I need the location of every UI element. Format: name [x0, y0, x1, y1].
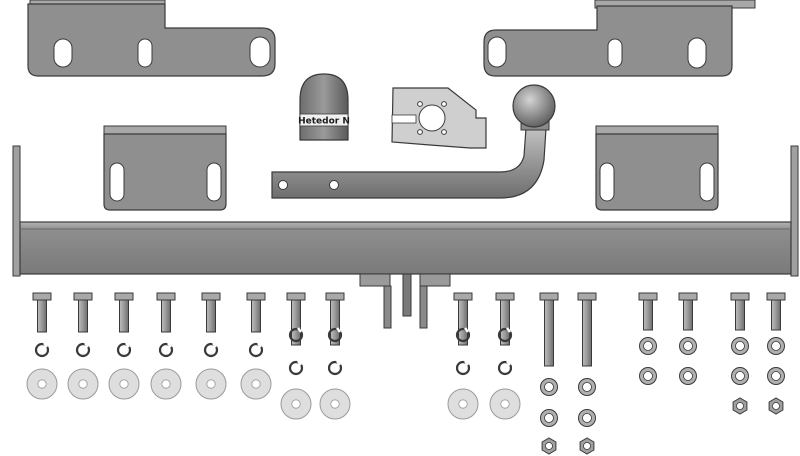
- bolt: [638, 292, 658, 331]
- middle-right-bracket: [595, 125, 719, 211]
- bolt: [766, 292, 786, 331]
- spring-washer: [75, 342, 91, 358]
- spring-washer: [455, 360, 471, 376]
- bolt: [201, 292, 221, 333]
- bolt: [114, 292, 134, 333]
- bolt: [678, 292, 698, 331]
- cap-label-text: Hetedor N: [298, 117, 350, 127]
- spring-washer: [497, 360, 513, 376]
- spring-washer: [455, 327, 471, 343]
- bolt: [577, 292, 597, 367]
- spring-washer: [327, 327, 343, 343]
- bolt: [453, 292, 473, 346]
- bolt: [246, 292, 266, 333]
- top-left-mounting-bracket: [27, 0, 276, 77]
- tow-ball-neck: [271, 84, 556, 199]
- bolt: [156, 292, 176, 333]
- spring-washer: [34, 342, 50, 358]
- socket-cover-cap: Hetedor N: [298, 73, 350, 141]
- top-right-mounting-bracket: [483, 0, 756, 77]
- spring-washer: [248, 342, 264, 358]
- spring-washer: [497, 327, 513, 343]
- mounting-hardware-set: [26, 292, 786, 455]
- bolt: [32, 292, 52, 333]
- middle-left-bracket: [103, 125, 227, 211]
- spring-washer: [288, 327, 304, 343]
- bolt: [539, 292, 559, 367]
- bolt: [73, 292, 93, 333]
- spring-washer: [327, 360, 343, 376]
- bolt: [325, 292, 345, 346]
- main-cross-beam: [12, 145, 799, 277]
- spring-washer: [158, 342, 174, 358]
- socket-mounting-plate: [391, 87, 487, 149]
- spring-washer: [288, 360, 304, 376]
- bolt: [286, 292, 306, 346]
- spring-washer: [203, 342, 219, 358]
- bolt: [730, 292, 750, 331]
- spring-washer: [116, 342, 132, 358]
- bolt: [495, 292, 515, 346]
- receiver-mount-plates: [359, 273, 451, 329]
